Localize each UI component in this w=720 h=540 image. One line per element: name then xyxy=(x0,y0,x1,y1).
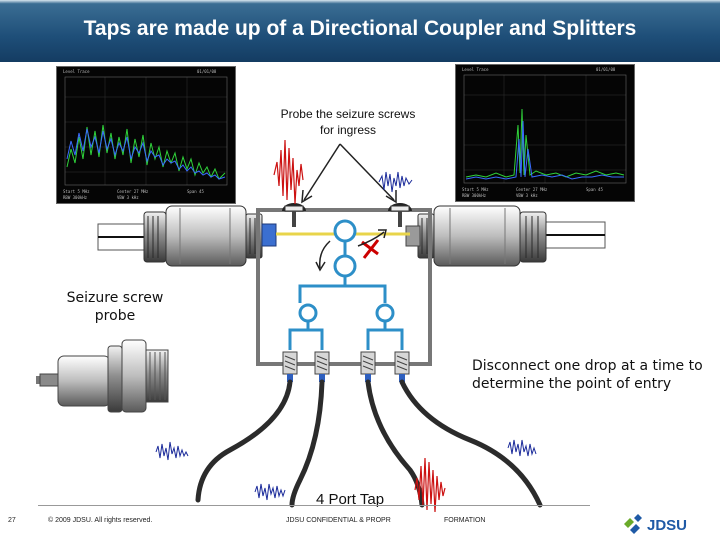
svg-text:Center 27 MHz: Center 27 MHz xyxy=(117,189,149,194)
connector-left xyxy=(143,205,277,267)
tap-label: 4 Port Tap xyxy=(315,491,385,508)
port-3 xyxy=(360,351,376,382)
svg-text:01/01/08: 01/01/08 xyxy=(596,67,616,72)
slide-title: Taps are made up of a Directional Couple… xyxy=(83,17,637,40)
jdsu-logo: JDSU xyxy=(620,513,712,535)
seizure-screw-probe-label: Seizure screw probe xyxy=(66,290,164,324)
drop-cable-1 xyxy=(195,379,293,503)
svg-text:RBW 300kHz: RBW 300kHz xyxy=(63,195,88,200)
coupler-arrows xyxy=(315,229,387,272)
trunk-cable-left xyxy=(97,223,149,251)
noise-signal-blue-top xyxy=(378,171,413,193)
svg-text:Start 5 MHz: Start 5 MHz xyxy=(462,187,489,192)
footer-divider xyxy=(38,505,590,506)
port-1 xyxy=(282,351,298,382)
svg-text:Span 45: Span 45 xyxy=(187,189,204,194)
svg-text:Start 5 MHz: Start 5 MHz xyxy=(63,189,90,194)
spectrum-screen-right: Level Trace 01/01/08 Start 5 MHz Center 27… xyxy=(455,64,635,202)
confidential-text: JDSU CONFIDENTIAL & PROPR xyxy=(286,517,391,524)
trunk-cable-right xyxy=(544,221,606,249)
svg-text:Center 27 MHz: Center 27 MHz xyxy=(516,187,548,192)
svg-text:RBW 300kHz: RBW 300kHz xyxy=(462,193,487,198)
spectrum-plot-right: Level Trace 01/01/08 Start 5 MHz Center 27… xyxy=(462,67,627,198)
spectrum-plot-left: Level Trace 01/01/08 Start 5 MHz Center 27… xyxy=(63,69,228,200)
port-4 xyxy=(394,351,410,382)
spectrum-screen-left: Level Trace 01/01/08 Start 5 MHz Center 27… xyxy=(56,66,236,204)
port-2 xyxy=(314,351,330,382)
svg-text:VBW 3 kHz: VBW 3 kHz xyxy=(117,195,139,200)
seizure-screw-probe-image xyxy=(36,339,169,413)
confidential-text-tail: FORMATION xyxy=(444,517,486,524)
drop-cable-4 xyxy=(399,379,543,508)
probe-arrows xyxy=(301,143,397,204)
svg-text:01/01/08: 01/01/08 xyxy=(197,69,217,74)
noise-signal-red-bottom xyxy=(414,457,446,513)
connector-right xyxy=(405,205,547,267)
disconnect-instruction-label: Disconnect one drop at a time to determi… xyxy=(472,358,703,392)
title-bar: Taps are made up of a Directional Couple… xyxy=(0,0,720,62)
drop-ports xyxy=(282,351,410,382)
page-number: 27 xyxy=(8,517,16,524)
tap-housing xyxy=(256,208,432,366)
drop-cables xyxy=(195,379,543,508)
seizure-screw-left xyxy=(282,203,306,227)
noise-signal-left xyxy=(155,441,189,461)
seizure-screw-right xyxy=(388,203,412,227)
svg-text:VBW 3 kHz: VBW 3 kHz xyxy=(516,193,538,198)
jdsu-logo-mark: JDSU xyxy=(624,514,687,534)
noise-signal-red-top xyxy=(273,139,304,205)
probe-instruction-label: Probe the seizure screws for ingress xyxy=(280,107,416,137)
directional-coupler xyxy=(288,219,404,350)
svg-text:Level Trace: Level Trace xyxy=(462,67,489,72)
svg-text:Level Trace: Level Trace xyxy=(63,69,90,74)
copyright-text: © 2009 JDSU. All rights reserved. xyxy=(48,517,153,524)
noise-signal-bottom-left xyxy=(254,483,286,501)
noise-signal-right xyxy=(507,439,537,457)
drop-cable-2 xyxy=(289,379,325,508)
jdsu-logo-text: JDSU xyxy=(647,517,687,534)
svg-text:Span 45: Span 45 xyxy=(586,187,603,192)
